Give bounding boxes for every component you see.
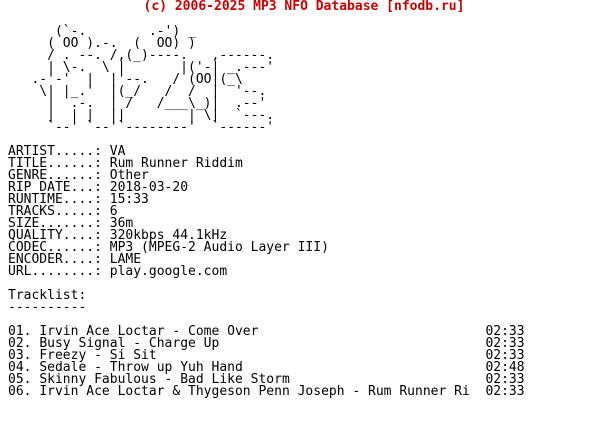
info-label: ARTIST.....: [8, 144, 102, 159]
site-header: (c) 2006-2025 MP3 NFO Database [nfodb.ru… [143, 0, 465, 14]
track-number: 06. [8, 384, 32, 399]
track-duration: 02:48 [485, 360, 525, 375]
track-row: 05. Skinny Fabulous - Bad Like Storm 02:… [8, 372, 525, 387]
track-number: 05. [8, 372, 32, 387]
ascii-logo-line: | \-. \ | |('-| _.---' [8, 60, 275, 75]
track-row: 06. Irvin Ace Loctar & Thygeson Penn Jos… [8, 384, 525, 399]
info-value: play.google.com [109, 264, 228, 279]
info-label: CODEC......: [8, 240, 102, 255]
track-title: Sedale - Throw up Yuh Hand [39, 360, 243, 375]
track-duration: 02:33 [485, 372, 525, 387]
info-value: 36m [109, 216, 134, 231]
info-row-rip-date: RIP DATE...: 2018-03-20 [8, 180, 525, 195]
info-label: URL........: [8, 264, 102, 279]
track-duration: 02:33 [485, 348, 525, 363]
nfo-document: (`-. .-') _ ( OO ).-. ( OO) ) / . --. /,… [8, 14, 525, 398]
track-row: 01. Irvin Ace Loctar - Come Over 02:33 [8, 324, 525, 339]
track-title: Freezy - Si Sit [39, 348, 157, 363]
track-number: 04. [8, 360, 32, 375]
track-title: Busy Signal - Charge Up [39, 336, 220, 351]
ascii-logo-line: ( OO ).-. ( OO) ) [8, 36, 196, 51]
track-title: Irvin Ace Loctar - Come Over [39, 324, 259, 339]
track-title: Skinny Fabulous - Bad Like Storm [39, 372, 290, 387]
info-row-codec: CODEC......: MP3 (MPEG-2 Audio Layer III… [8, 240, 525, 255]
info-value: 15:33 [109, 192, 149, 207]
track-number: 03. [8, 348, 32, 363]
info-row-artist: ARTIST.....: VA [8, 144, 525, 159]
tracklist-underline: ---------- [8, 300, 87, 315]
track-duration: 02:33 [485, 324, 525, 339]
info-row-runtime: RUNTIME....: 15:33 [8, 192, 525, 207]
info-label: RIP DATE...: [8, 180, 102, 195]
track-number: 02. [8, 336, 32, 351]
info-row-tracks: TRACKS.....: 6 [8, 204, 525, 219]
track-number: 01. [8, 324, 32, 339]
info-row-quality: QUALITY....: 320kbps 44.1kHz [8, 228, 525, 243]
info-value: 6 [109, 204, 118, 219]
info-label: GENRE......: [8, 168, 102, 183]
ascii-logo-line: .-'-' | |'--. / (OO|(_\ [8, 72, 243, 87]
track-title: Irvin Ace Loctar & Thygeson Penn Joseph … [39, 384, 470, 399]
info-value: LAME [109, 252, 142, 267]
track-duration: 02:33 [485, 384, 525, 399]
info-label: QUALITY....: [8, 228, 102, 243]
info-label: TRACKS.....: [8, 204, 102, 219]
tracklist-heading: Tracklist: [8, 288, 87, 303]
info-value: VA [109, 144, 126, 159]
info-value: Rum Runner Riddim [109, 156, 243, 171]
info-value: 320kbps 44.1kHz [109, 228, 228, 243]
info-row-encoder: ENCODER....: LAME [8, 252, 525, 267]
info-row-title: TITLE......: Rum Runner Riddim [8, 156, 525, 171]
ascii-logo-line: `--' `--'`--------' `------' [8, 120, 275, 135]
info-row-genre: GENRE......: Other [8, 168, 525, 183]
info-value: 2018-03-20 [109, 180, 189, 195]
ascii-logo-line: | | | || | \| `---. [8, 108, 275, 123]
info-value: Other [109, 168, 149, 183]
track-duration: 02:33 [485, 336, 525, 351]
ascii-logo-line: (`-. .-') _ [8, 24, 196, 39]
info-row-size: SIZE.......: 36m [8, 216, 525, 231]
info-label: RUNTIME....: [8, 192, 102, 207]
ascii-logo-line: \| |_.' |(_/ / / | '--. [8, 84, 267, 99]
info-label: ENCODER....: [8, 252, 102, 267]
ascii-logo-line: | .-. | / /___\_)| .--' [8, 96, 267, 111]
info-row-url: URL........: play.google.com [8, 264, 525, 279]
info-value: MP3 (MPEG-2 Audio Layer III) [109, 240, 329, 255]
ascii-logo-line: / . --. /,(_)----. ,------. [8, 48, 275, 63]
info-label: TITLE......: [8, 156, 102, 171]
track-row: 04. Sedale - Throw up Yuh Hand 02:48 [8, 360, 525, 375]
info-label: SIZE.......: [8, 216, 102, 231]
track-row: 03. Freezy - Si Sit 02:33 [8, 348, 525, 363]
track-row: 02. Busy Signal - Charge Up 02:33 [8, 336, 525, 351]
